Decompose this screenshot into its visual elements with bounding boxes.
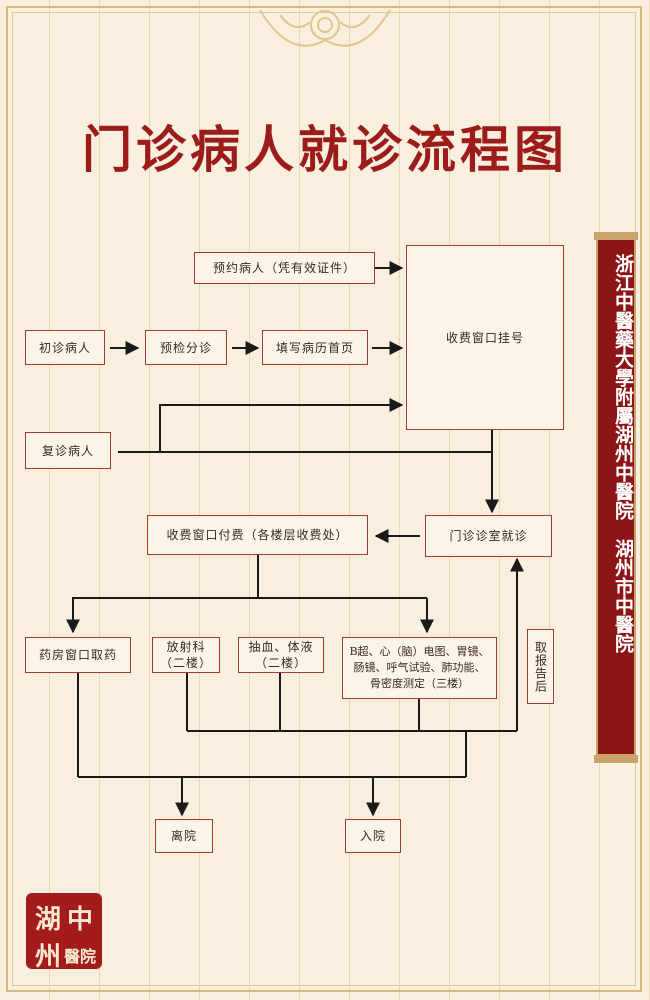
first-visit-label: 初诊病人 xyxy=(38,340,91,355)
first-visit-box: 初诊病人 xyxy=(25,330,105,365)
exams-label-line2: 肠镜、呼气试验、肺功能、 xyxy=(353,661,486,674)
discharge-box: 离院 xyxy=(155,819,213,853)
exams-label-line3: 骨密度测定（三楼） xyxy=(370,677,469,690)
admission-box: 入院 xyxy=(345,819,401,853)
top-ornament-icon xyxy=(259,9,391,47)
outer-frame xyxy=(6,6,642,992)
return-visit-box: 复诊病人 xyxy=(25,432,111,469)
seal-char-4: 醫院 xyxy=(64,946,97,966)
registration-box: 收费窗口挂号 xyxy=(406,245,564,430)
clinic-visit-box: 门诊诊室就诊 xyxy=(425,515,552,557)
pharmacy-box: 药房窗口取药 xyxy=(25,637,131,673)
payment-box: 收费窗口付费（各楼层收费处） xyxy=(147,515,368,555)
banner-cap-bottom xyxy=(594,755,638,763)
payment-label: 收费窗口付费（各楼层收费处） xyxy=(166,528,349,542)
fill-record-box: 填写病历首页 xyxy=(262,330,368,365)
triage-box: 预检分诊 xyxy=(145,330,227,365)
fill-record-label: 填写病历首页 xyxy=(275,340,354,355)
hospital-seal-logo: 湖 中 州 醫院 xyxy=(26,893,102,972)
triage-label: 预检分诊 xyxy=(159,340,212,355)
report-label: 取报告后 xyxy=(533,640,548,693)
blood-test-box: 抽血、体液 （二楼） xyxy=(238,637,324,673)
exams-box: B超、心（脑）电图、胃镜、 肠镜、呼气试验、肺功能、 骨密度测定（三楼） xyxy=(342,637,497,699)
appointment-patient-box: 预约病人（凭有效证件） xyxy=(194,252,375,284)
blood-test-label-line1: 抽血、体液 xyxy=(248,640,314,654)
page-title: 门诊病人就诊流程图 xyxy=(82,120,568,179)
hospital-name-banner: 浙江中醫藥大學附屬湖州中醫院 湖州市中醫院 xyxy=(596,238,636,756)
radiology-label-line1: 放射科 xyxy=(166,640,206,654)
seal-char-3: 州 xyxy=(34,942,61,972)
exams-label-line1: B超、心（脑）电图、胃镜、 xyxy=(349,645,490,658)
clinic-visit-label: 门诊诊室就诊 xyxy=(449,529,528,543)
blood-test-label-line2: （二楼） xyxy=(254,656,307,670)
pharmacy-label: 药房窗口取药 xyxy=(38,648,117,662)
seal-char-2: 中 xyxy=(66,905,93,935)
seal-char-1: 湖 xyxy=(34,905,61,935)
report-box: 取报告后 xyxy=(527,629,554,704)
admission-label: 入院 xyxy=(359,829,386,843)
appointment-patient-label: 预约病人（凭有效证件） xyxy=(212,261,356,275)
radiology-box: 放射科 （二楼） xyxy=(152,637,220,673)
hospital-name-text: 浙江中醫藥大學附屬湖州中醫院 湖州市中醫院 xyxy=(612,254,634,653)
registration-label: 收费窗口挂号 xyxy=(445,330,524,345)
banner-cap-top xyxy=(594,232,638,240)
radiology-label-line2: （二楼） xyxy=(159,656,212,670)
return-visit-label: 复诊病人 xyxy=(41,443,94,458)
discharge-label: 离院 xyxy=(170,829,197,843)
